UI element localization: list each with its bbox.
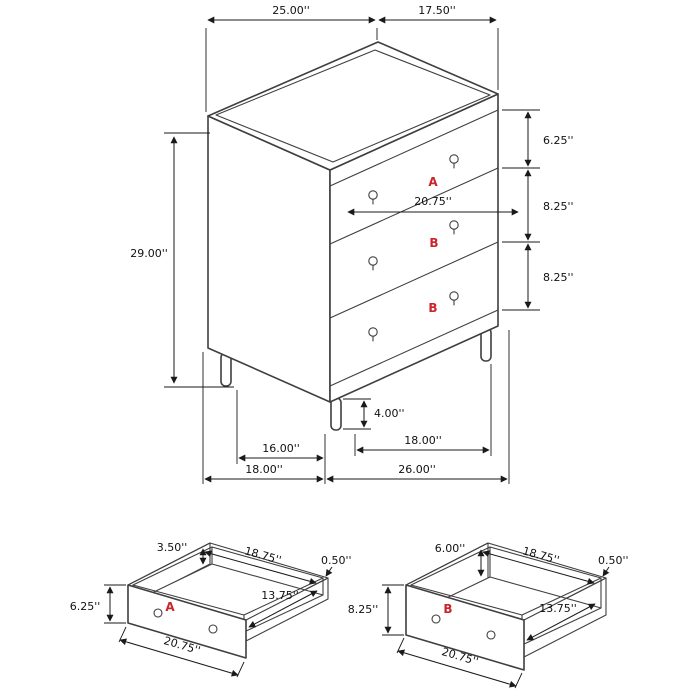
dimension-line (482, 550, 595, 585)
drawer-b-front-panel (405, 584, 525, 671)
leg-height-value: 4.00'' (374, 407, 405, 420)
dimension-leg-height: 4.00'' (343, 398, 405, 430)
chest-leg-front (330, 397, 342, 431)
knob-icon (153, 608, 163, 618)
dimension-line (119, 638, 239, 677)
dimension-overall-height: 29.00'' (130, 132, 234, 388)
extension-line (118, 626, 127, 643)
dimension-line (526, 603, 596, 641)
drawer-a-wall-thickness-value: 0.50'' (321, 554, 352, 567)
drawer-b-inner-depth-value: 13.75'' (539, 602, 577, 615)
drawer-b-wall-thickness-value: 0.50'' (598, 554, 629, 567)
drawer-a-back-height-value: 3.50'' (157, 541, 188, 554)
chest-bottom-rail-line (329, 309, 499, 387)
top-depth-value: 17.50'' (418, 4, 456, 17)
drawer-b-dimensions: 6.00'' 18.75'' 0.50'' 8.25'' 13.75'' 20.… (348, 542, 629, 689)
leader-line (602, 566, 610, 577)
main-isometric-view: A B B 25.00'' 17.50'' 29.00'' (130, 4, 574, 484)
dimension-drawer-heights: 6.25'' 8.25'' 8.25'' (502, 109, 574, 311)
drawer-b2-height-value: 8.25'' (543, 271, 574, 284)
dimension-line (204, 550, 317, 585)
drawer-b-back-height-value: 6.00'' (435, 542, 466, 555)
drawer-b-front-height-value: 8.25'' (348, 603, 379, 616)
main-drawer-b2-label: B (428, 301, 437, 315)
knob-icon (486, 630, 496, 640)
dimension-line (397, 649, 517, 688)
floor-front-right-value: 18.00'' (404, 434, 442, 447)
drawer-width-value: 20.75'' (414, 195, 452, 208)
knob-icon (449, 154, 459, 164)
main-drawer-b1-label: B (429, 236, 438, 250)
drawer-b-label: B (443, 602, 452, 616)
knob-icon (368, 256, 378, 266)
chest-drawer-knobs (368, 154, 459, 342)
floor-overall-width-value: 26.00'' (398, 463, 436, 476)
drawer-a-front-height-value: 6.25'' (70, 600, 101, 613)
chest-top-rim (215, 49, 491, 163)
drawer-a-height-value: 6.25'' (543, 134, 574, 147)
chest-top-face (207, 41, 499, 171)
dimension-drawer-width: 20.75'' (347, 195, 519, 216)
extension-line (396, 637, 405, 654)
height-value: 29.00'' (130, 247, 168, 260)
drawer-a-inner-rim (132, 546, 324, 616)
drawer-b-detail-view: B 6.00'' 18.75'' 0.50'' 8.25'' 13.75'' 2… (348, 542, 629, 689)
dimension-line (248, 590, 318, 628)
knob-icon (449, 220, 459, 230)
drawer-a-label: A (165, 600, 175, 614)
drawer-b-inner-width-value: 18.75'' (521, 544, 561, 567)
knob-icon (368, 327, 378, 337)
knob-icon (449, 291, 459, 301)
chest-divider-b-b (329, 241, 499, 319)
dimension-floor-footprint: 16.00'' 18.00'' 18.00'' 26.00'' (202, 330, 510, 484)
top-width-value: 25.00'' (272, 4, 310, 17)
knob-icon (368, 190, 378, 200)
drawer-b1-height-value: 8.25'' (543, 200, 574, 213)
floor-overall-depth-value: 18.00'' (245, 463, 283, 476)
chest-top-rail-line (329, 109, 499, 187)
main-drawer-a-label: A (428, 175, 438, 189)
knob-icon (431, 614, 441, 624)
knob-icon (208, 624, 218, 634)
dimension-top-width: 25.00'' 17.50'' (205, 4, 499, 112)
drawer-b-inner-rim (410, 546, 602, 616)
drawer-a-detail-view: A 3.50'' 18.75'' 0.50'' 6.25'' 13.75'' 2… (70, 541, 352, 678)
chest-divider-a-b (329, 167, 499, 245)
leader-line (325, 566, 333, 577)
drawer-a-inner-width-value: 18.75'' (243, 544, 283, 567)
drawer-a-inner-depth-value: 13.75'' (261, 589, 299, 602)
floor-front-left-value: 16.00'' (262, 442, 300, 455)
